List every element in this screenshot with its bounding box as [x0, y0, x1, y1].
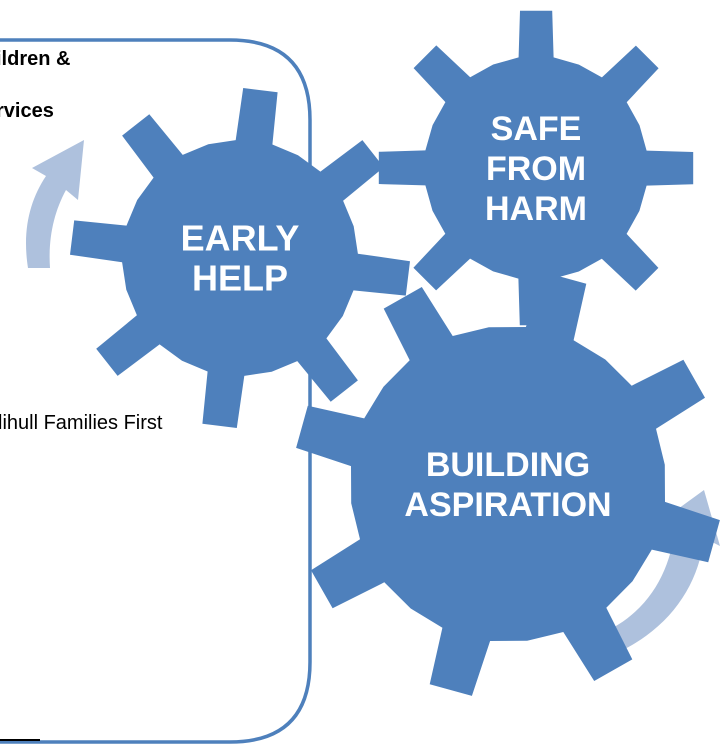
curved-arrow-left — [26, 140, 85, 268]
panel-body-text: lihull Families First — [0, 412, 163, 434]
panel-border — [0, 38, 312, 744]
gear-early-help-label-line2: HELP — [192, 258, 288, 299]
gear-early-help-shape — [70, 88, 410, 428]
gear-early-help-label-line1: EARLY — [181, 218, 300, 259]
gear-safe-from-harm-label-line2: FROM — [486, 150, 586, 188]
gear-building-aspiration-shape — [296, 272, 720, 696]
gear-safe-from-harm-label-line1: SAFE — [491, 110, 582, 148]
gear-safe-from-harm-shape — [378, 10, 694, 326]
panel-heading-line2: rvices — [0, 100, 54, 122]
gear-building-aspiration-label-line2: ASPIRATION — [404, 486, 611, 524]
gear-safe-from-harm-label-line3: HARM — [485, 190, 587, 228]
panel-heading-line1: ildren & — [0, 48, 71, 70]
footnote-rule — [0, 739, 40, 741]
gear-building-aspiration-label-line1: BUILDING — [426, 446, 590, 484]
